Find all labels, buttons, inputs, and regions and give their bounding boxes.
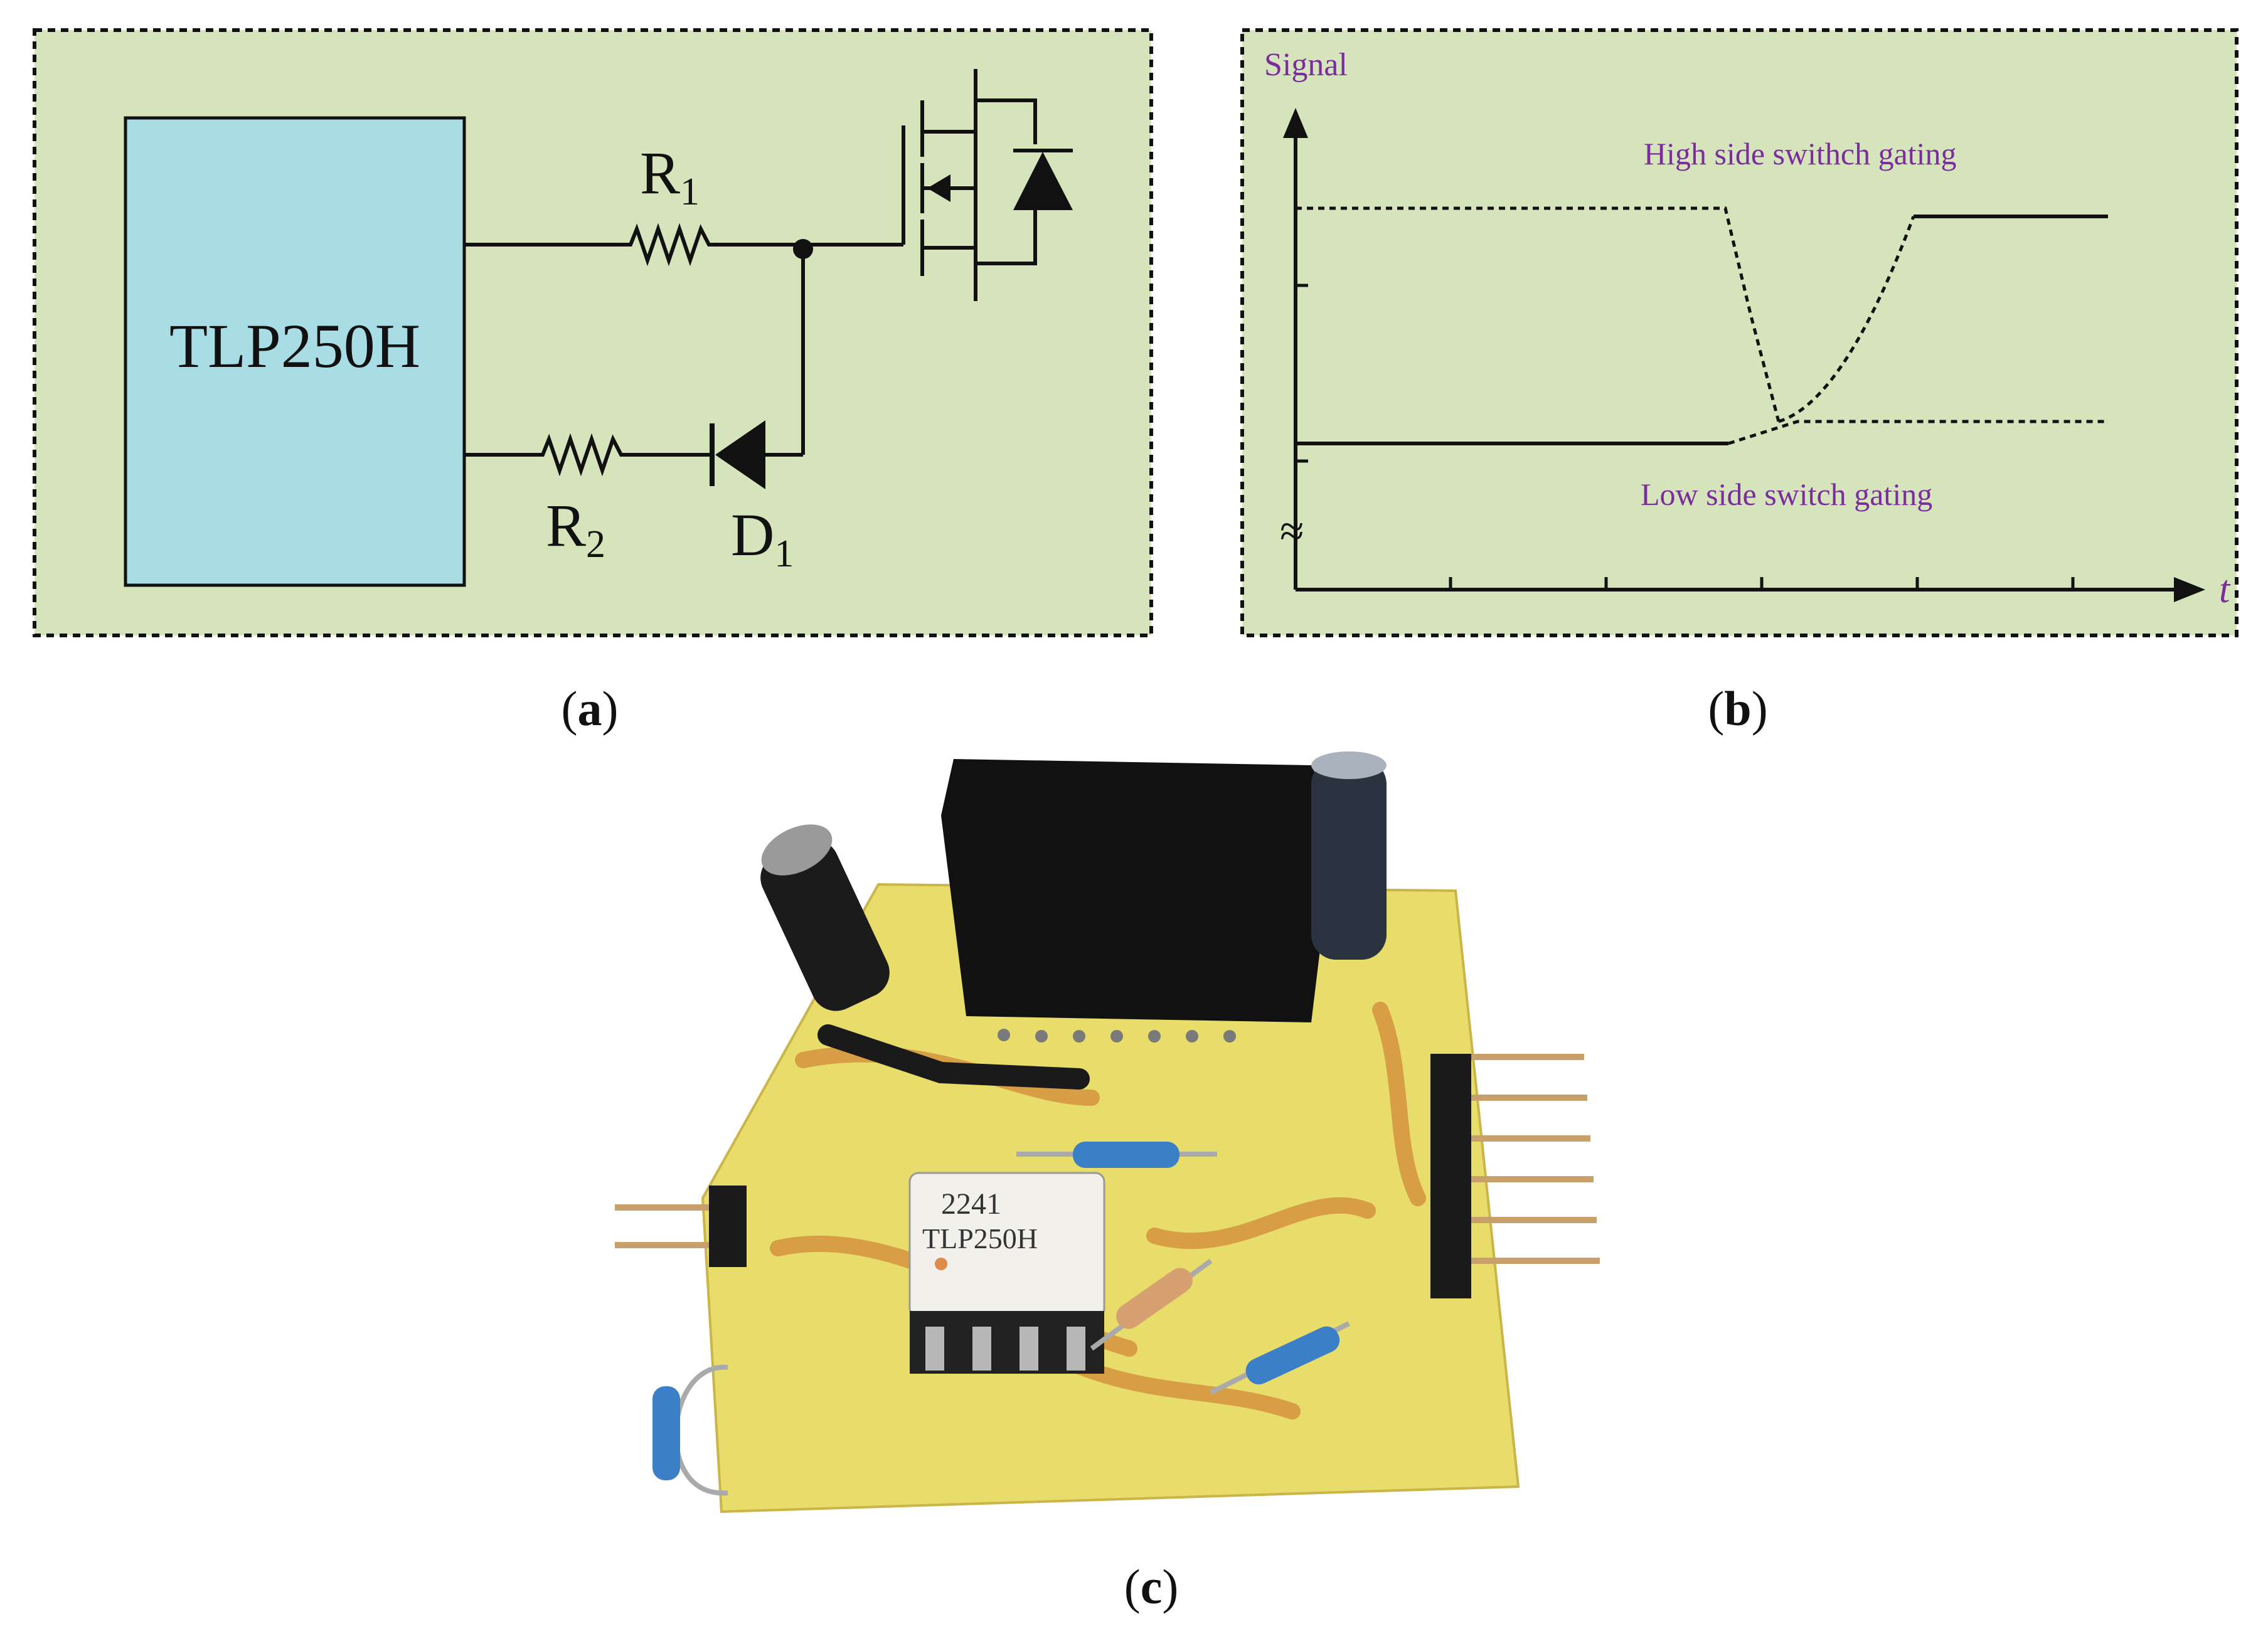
resistor-top: [1016, 1142, 1217, 1168]
mosfet-arrow: [927, 174, 950, 202]
r2-resistor: [464, 433, 712, 477]
caption-b: (b): [1708, 681, 1768, 736]
caption-c: (c): [1124, 1559, 1179, 1614]
resistor-left: [652, 1364, 728, 1496]
x-axis-arrow: [2174, 577, 2205, 602]
r1-resistor: [464, 223, 903, 267]
low-side-dashed: [1728, 420, 2108, 445]
timing-svg: Signal t ≈ High side swithch ga: [1240, 28, 2239, 637]
header-pins-left: [615, 1186, 747, 1267]
dc-dc-module: [941, 759, 1336, 1022]
panel-a-schematic: TLP250H R1 R2 D1 (a): [0, 0, 1170, 736]
tlp250h-block: [124, 116, 466, 587]
resistor-right: [1210, 1321, 1350, 1395]
x-ticks: [1294, 577, 2075, 590]
tlp250h-label: TLP250H: [169, 311, 420, 381]
low-side-label: Low side switch gating: [1641, 477, 1932, 512]
y-axis-label: Signal: [1264, 47, 1348, 83]
high-side-rise: [1778, 216, 1915, 423]
black-trace: [817, 1024, 1090, 1090]
panel-b-timing: Signal t ≈ High side swithch ga: [1230, 0, 2268, 736]
d1-diode: [715, 420, 765, 489]
mosfet-symbol: [902, 69, 1073, 301]
chip-marking-code: 2241: [941, 1187, 1001, 1221]
resistor-mid: [1090, 1258, 1213, 1351]
y-ticks: [1296, 284, 1308, 463]
caption-a: (a): [561, 681, 619, 736]
x-axis-label: t: [2219, 568, 2231, 611]
header-pins-right: [1430, 1054, 1600, 1298]
electrolytic-capacitor-right: [1311, 751, 1387, 960]
chip-marking-part: TLP250H: [922, 1223, 1038, 1255]
r1-label: R1: [640, 139, 700, 213]
tlp250h-chip: 2241 TLP250H: [908, 1172, 1105, 1374]
panel-c-photo: 2241 TLP250H: [615, 746, 1681, 1549]
high-side-label: High side swithch gating: [1644, 136, 1957, 171]
body-diode: [1013, 152, 1073, 210]
schematic-svg: TLP250H R1 R2 D1: [33, 28, 1153, 637]
axis-break-mark: ≈: [1280, 507, 1304, 556]
electrolytic-capacitor-left: [760, 824, 890, 1011]
d1-label: D1: [731, 501, 794, 575]
r2-label: R2: [546, 492, 605, 566]
high-side-dashed: [1296, 206, 1781, 422]
pcb-illustration: 2241 TLP250H: [615, 751, 1600, 1514]
y-axis-arrow: [1283, 108, 1308, 138]
module-pins: [998, 1029, 1236, 1042]
panel-b-frame: [1240, 28, 2239, 637]
